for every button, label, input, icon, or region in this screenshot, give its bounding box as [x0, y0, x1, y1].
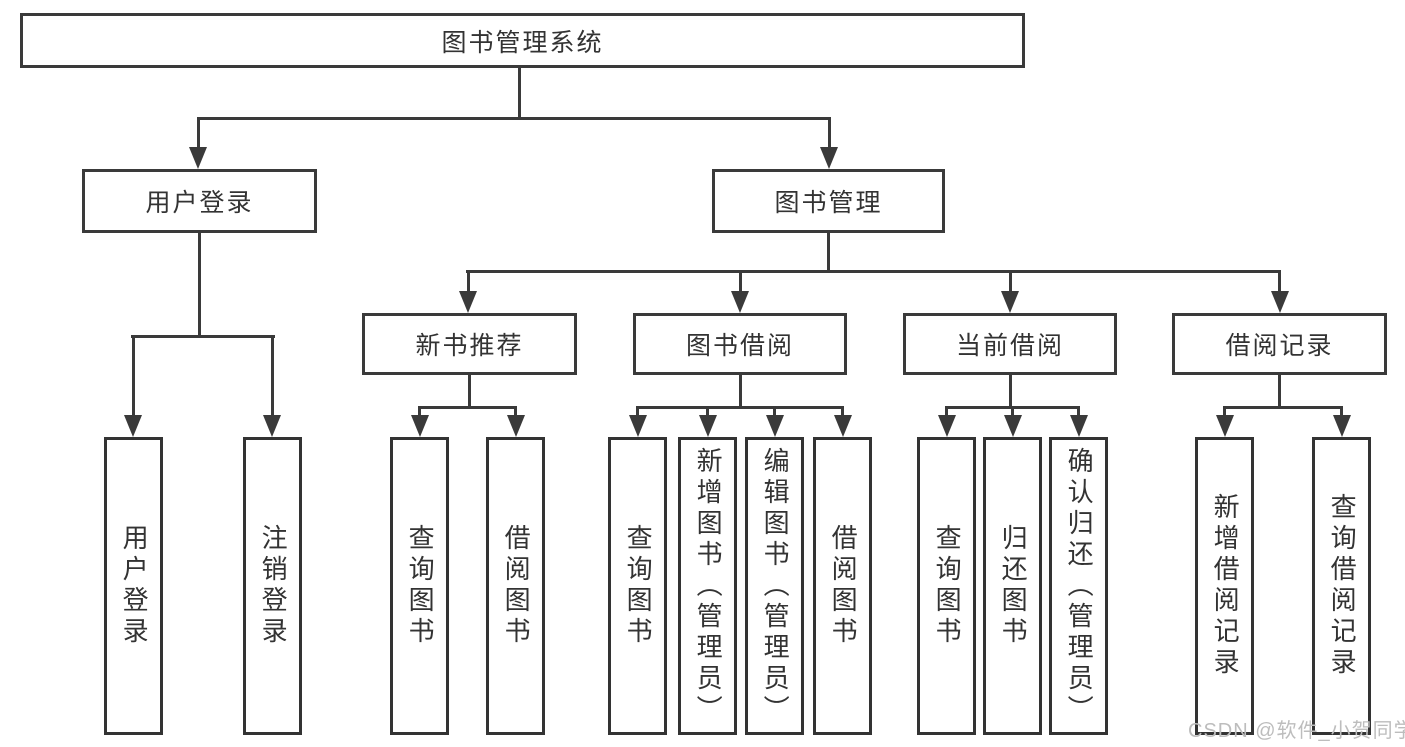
connector-line: [1278, 270, 1281, 295]
connector-line: [1223, 406, 1226, 418]
node-label: 借阅记录: [1225, 332, 1334, 360]
connector-line: [418, 406, 517, 409]
connector-line: [1009, 270, 1012, 295]
node-user-login: 用户登录: [82, 169, 317, 233]
connector-line: [271, 335, 274, 417]
connector-line: [198, 233, 201, 337]
connector-line: [1340, 406, 1343, 418]
watermark: CSDN @软件_小贺同学: [1188, 720, 1405, 742]
node-label: 当前借阅: [955, 332, 1064, 360]
leaf-label: 用户登录: [119, 524, 150, 648]
leaf-borrow-books-recommend: 借阅图书: [486, 437, 545, 735]
connector-line: [1009, 375, 1012, 409]
connector-line: [828, 117, 831, 150]
connector-line: [636, 406, 639, 418]
connector-line: [636, 406, 844, 409]
connector-line: [468, 375, 471, 409]
node-label: 用户登录: [145, 189, 254, 217]
leaf-label: 借阅图书: [828, 524, 859, 648]
connector-line: [841, 406, 844, 418]
leaf-user-login: 用户登录: [104, 437, 163, 735]
leaf-label: 编辑图书（管理员）: [760, 446, 791, 726]
connector-line: [518, 68, 521, 120]
connector-line: [1278, 375, 1281, 409]
connector-line: [467, 270, 470, 295]
leaf-label: 新增借阅记录: [1210, 493, 1241, 679]
connector-line: [1077, 406, 1080, 418]
node-label: 新书推荐: [415, 332, 524, 360]
connector-line: [197, 117, 831, 120]
arrow-down-icon: [1001, 291, 1019, 313]
arrow-down-icon: [834, 415, 852, 437]
arrow-down-icon: [263, 415, 281, 437]
arrow-down-icon: [1216, 415, 1234, 437]
leaf-logout: 注销登录: [243, 437, 302, 735]
node-library-system: 图书管理系统: [20, 13, 1025, 68]
connector-line: [1011, 406, 1014, 418]
connector-line: [773, 406, 776, 418]
leaf-label: 查询图书: [932, 524, 963, 648]
arrow-down-icon: [1333, 415, 1351, 437]
arrow-down-icon: [124, 415, 142, 437]
connector-line: [706, 406, 709, 418]
leaf-label: 查询图书: [623, 524, 654, 648]
arrow-down-icon: [699, 415, 717, 437]
leaf-query-borrow-record: 查询借阅记录: [1312, 437, 1371, 735]
arrow-down-icon: [411, 415, 429, 437]
connector-line: [945, 406, 948, 418]
connector-line: [197, 117, 200, 150]
leaf-query-books-borrowing: 查询图书: [608, 437, 667, 735]
arrow-down-icon: [459, 291, 477, 313]
node-label: 图书借阅: [685, 332, 794, 360]
leaf-borrow-books: 借阅图书: [813, 437, 872, 735]
node-book-borrowing: 图书借阅: [633, 313, 847, 375]
arrow-down-icon: [507, 415, 525, 437]
leaf-edit-books-admin: 编辑图书（管理员）: [745, 437, 804, 735]
arrow-down-icon: [820, 147, 838, 169]
arrow-down-icon: [938, 415, 956, 437]
leaf-label: 查询图书: [405, 524, 436, 648]
leaf-label: 新增图书（管理员）: [693, 446, 724, 726]
connector-line: [827, 233, 830, 272]
arrow-down-icon: [766, 415, 784, 437]
leaf-label: 归还图书: [998, 524, 1029, 648]
connector-line: [132, 335, 135, 417]
leaf-label: 注销登录: [258, 524, 289, 648]
leaf-query-books-recommend: 查询图书: [390, 437, 449, 735]
arrow-down-icon: [731, 291, 749, 313]
leaf-add-borrow-record: 新增借阅记录: [1195, 437, 1254, 735]
leaf-label: 查询借阅记录: [1327, 493, 1358, 679]
arrow-down-icon: [1070, 415, 1088, 437]
node-new-book-recommendation: 新书推荐: [362, 313, 577, 375]
connector-line: [739, 270, 742, 295]
node-borrowing-records: 借阅记录: [1172, 313, 1387, 375]
leaf-return-books: 归还图书: [983, 437, 1042, 735]
arrow-down-icon: [1271, 291, 1289, 313]
node-label: 图书管理: [774, 189, 883, 217]
leaf-query-books-current: 查询图书: [917, 437, 976, 735]
leaf-label: 确认归还（管理员）: [1064, 446, 1095, 726]
connector-line: [131, 335, 275, 338]
arrow-down-icon: [629, 415, 647, 437]
node-book-management: 图书管理: [712, 169, 945, 233]
leaf-confirm-return-admin: 确认归还（管理员）: [1049, 437, 1108, 735]
connector-line: [1223, 406, 1343, 409]
connector-line: [466, 270, 1281, 273]
connector-line: [418, 406, 421, 418]
leaf-label: 借阅图书: [501, 524, 532, 648]
connector-line: [739, 375, 742, 409]
leaf-add-books-admin: 新增图书（管理员）: [678, 437, 737, 735]
arrow-down-icon: [189, 147, 207, 169]
node-label: 图书管理系统: [441, 28, 604, 57]
node-current-borrowing: 当前借阅: [903, 313, 1117, 375]
arrow-down-icon: [1004, 415, 1022, 437]
connector-line: [514, 406, 517, 418]
